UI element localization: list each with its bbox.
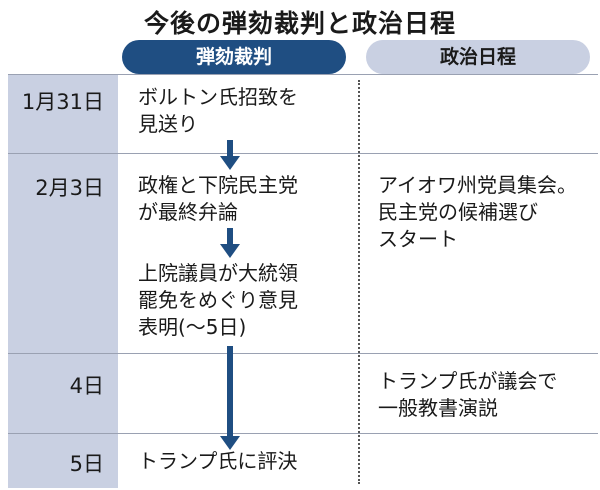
column-separator <box>358 80 360 484</box>
event-line: 上院議員が大統領 <box>138 261 298 285</box>
event-closing-arguments: 政権と下院民主党 が最終弁論 <box>138 172 353 226</box>
event-verdict: トランプ氏に評決 <box>138 448 353 475</box>
down-arrow-icon <box>219 140 241 170</box>
event-line: 政権と下院民主党 <box>138 173 298 197</box>
column-header-impeachment-trial: 弾劾裁判 <box>122 40 346 74</box>
event-line: スタート <box>378 227 458 251</box>
date-4th: 4日 <box>69 374 104 398</box>
event-bolton-witness: ボルトン氏招致を 見送り <box>138 84 353 138</box>
event-line: トランプ氏が議会で <box>378 369 558 393</box>
event-line: 見送り <box>138 112 198 136</box>
down-arrow-icon <box>219 228 241 258</box>
event-line: 民主党の候補選び <box>378 200 538 224</box>
row-divider <box>8 153 598 154</box>
event-senators-statements: 上院議員が大統領 罷免をめぐり意見 表明(～5日) <box>138 260 353 341</box>
date-feb-3: 2月3日 <box>35 176 104 200</box>
row-divider <box>8 433 598 434</box>
page-title: 今後の弾劾裁判と政治日程 <box>143 9 456 38</box>
event-line: アイオワ州党員集会。 <box>378 173 577 197</box>
event-line: 一般教書演説 <box>378 396 498 420</box>
row-divider <box>8 353 598 354</box>
column-header-political-schedule: 政治日程 <box>366 40 590 74</box>
date-5th: 5日 <box>69 452 104 476</box>
event-line: が最終弁論 <box>138 200 238 224</box>
date-jan-31: 1月31日 <box>21 90 104 114</box>
row-divider <box>8 74 598 75</box>
event-line: トランプ氏に評決 <box>138 449 298 473</box>
down-arrow-icon <box>219 346 241 450</box>
event-iowa-caucus: アイオワ州党員集会。 民主党の候補選び スタート <box>378 172 593 253</box>
event-line: 表明(～5日) <box>138 315 247 339</box>
event-line: 罷免をめぐり意見 <box>138 288 298 312</box>
event-line: ボルトン氏招致を <box>138 85 298 109</box>
event-state-of-union: トランプ氏が議会で 一般教書演説 <box>378 368 593 422</box>
date-column-background <box>8 74 118 488</box>
